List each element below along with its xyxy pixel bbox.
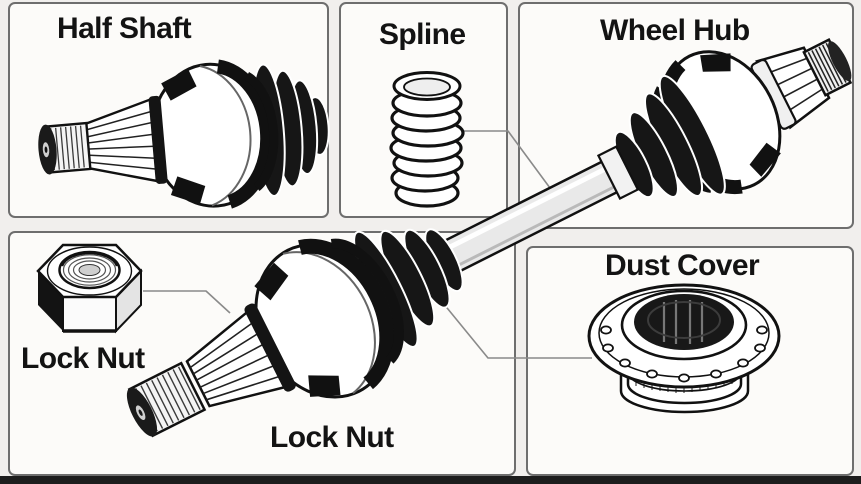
label-wheel-hub: Wheel Hub <box>600 14 750 47</box>
label-dust-cover: Dust Cover <box>605 249 760 282</box>
label-lock-nut-lower: Lock Nut <box>270 421 394 454</box>
label-spline: Spline <box>379 18 466 51</box>
label-half-shaft: Half Shaft <box>57 12 192 45</box>
bottom-frame-bar <box>0 476 861 484</box>
label-lock-nut-upper: Lock Nut <box>21 342 145 375</box>
